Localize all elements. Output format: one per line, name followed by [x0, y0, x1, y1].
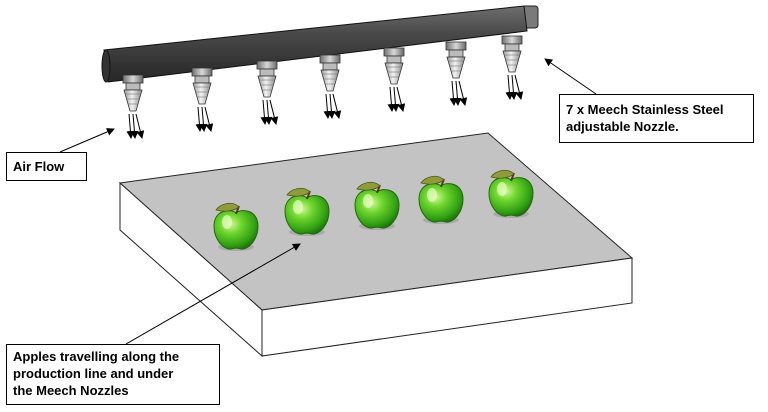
apple-body: [284, 195, 330, 235]
apple-leaf: [490, 169, 515, 179]
airflow-arrow: [130, 113, 139, 139]
airflow-arrow: [391, 86, 400, 112]
apple-leaf: [356, 181, 381, 191]
nozzle-callout-line-1: 7 x Meech Stainless Steel: [566, 102, 724, 117]
nozzle-cone: [502, 50, 522, 73]
apple-highlight: [222, 215, 232, 229]
apples-callout: Apples travelling along the production l…: [6, 344, 220, 405]
apple-highlight: [497, 182, 507, 196]
nozzle-nut: [256, 60, 278, 70]
leader-line-apples: [125, 243, 301, 345]
nozzle-collar: [322, 62, 338, 71]
apple: [488, 169, 534, 218]
apple-body: [488, 177, 534, 217]
airflow-arrow-set: [195, 106, 214, 132]
nozzle-collar: [448, 49, 464, 58]
airflow-arrow: [505, 74, 514, 100]
belt-side-face: [261, 257, 633, 357]
nozzle-nut: [501, 35, 523, 45]
airflow-arrow: [204, 106, 214, 132]
apples-callout-line-3: the Meech Nozzles: [13, 383, 129, 398]
nozzle-collar: [259, 68, 275, 77]
nozzle-nut: [445, 41, 467, 51]
airflow-arrow: [509, 74, 518, 100]
airflow-arrow-set: [387, 86, 406, 112]
airflow-arrow: [327, 93, 336, 119]
manifold-left-end: [101, 49, 111, 83]
nozzle-cone: [446, 56, 466, 79]
airflow-arrow: [260, 99, 269, 125]
nozzle-callout: 7 x Meech Stainless Steel adjustable Noz…: [559, 94, 754, 143]
apple-leaf: [286, 187, 311, 197]
nozzle-cone: [192, 82, 212, 105]
airflow-arrow: [449, 80, 458, 106]
nozzle-nut: [383, 47, 405, 57]
airflow-arrow: [387, 86, 396, 112]
nozzle: [122, 74, 144, 112]
nozzle: [383, 47, 405, 85]
nozzle-collar: [504, 43, 520, 52]
apples-callout-line-1: Apples travelling along the: [13, 349, 180, 364]
nozzle: [319, 54, 341, 92]
nozzle: [501, 35, 523, 73]
nozzle-group: [122, 35, 523, 112]
airflow-callout-line-1: Air Flow: [13, 159, 65, 174]
leader-line-airflow: [59, 128, 115, 153]
airflow-arrow: [269, 99, 279, 125]
airflow-arrow: [195, 106, 204, 132]
apple-body: [213, 210, 259, 250]
airflow-callout: Air Flow: [6, 152, 87, 181]
airflow-arrow-set: [260, 99, 279, 125]
airflow-arrow: [199, 106, 208, 132]
apple: [354, 181, 400, 230]
apple-leaf: [215, 202, 240, 212]
airflow-arrow-set: [449, 80, 468, 106]
airflow-arrows: [126, 74, 524, 139]
airflow-arrow: [514, 74, 524, 100]
nozzle: [191, 67, 213, 105]
airflow-arrow: [453, 80, 462, 106]
apple-body: [418, 183, 464, 223]
airflow-arrow: [135, 113, 145, 139]
apple-body: [354, 189, 400, 229]
conveyor-belt: [118, 132, 634, 358]
nozzle-collar: [386, 55, 402, 64]
airflow-arrow: [458, 80, 468, 106]
nozzle-manifold: [101, 5, 539, 83]
airflow-arrow: [264, 99, 273, 125]
apple-highlight: [427, 188, 437, 202]
leader-line-nozzle: [544, 58, 597, 95]
nozzle-nut: [319, 54, 341, 64]
apple-leaf: [420, 175, 445, 185]
apple: [418, 175, 464, 224]
nozzle-callout-line-2: adjustable Nozzle.: [566, 119, 679, 134]
nozzle-cone: [257, 75, 277, 98]
apple-highlight: [293, 200, 303, 214]
nozzle-cone: [384, 62, 404, 85]
apples-callout-line-2: production line and under: [13, 366, 174, 381]
nozzle-collar: [194, 75, 210, 84]
apple-highlight: [363, 194, 373, 208]
apple: [284, 187, 330, 236]
nozzle: [256, 60, 278, 98]
apple-group: [213, 169, 534, 251]
airflow-arrow: [332, 93, 342, 119]
nozzle-nut: [122, 74, 144, 84]
airflow-arrow: [323, 93, 332, 119]
apple: [213, 202, 259, 251]
nozzle-cone: [123, 89, 143, 112]
nozzle: [445, 41, 467, 79]
nozzle-cone: [320, 69, 340, 92]
airflow-arrow: [126, 113, 135, 139]
airflow-arrow-set: [505, 74, 524, 100]
nozzle-nut: [191, 67, 213, 77]
airflow-arrow-set: [323, 93, 342, 119]
nozzle-collar: [125, 82, 141, 91]
airflow-arrow: [396, 86, 406, 112]
airflow-arrow-set: [126, 113, 145, 139]
